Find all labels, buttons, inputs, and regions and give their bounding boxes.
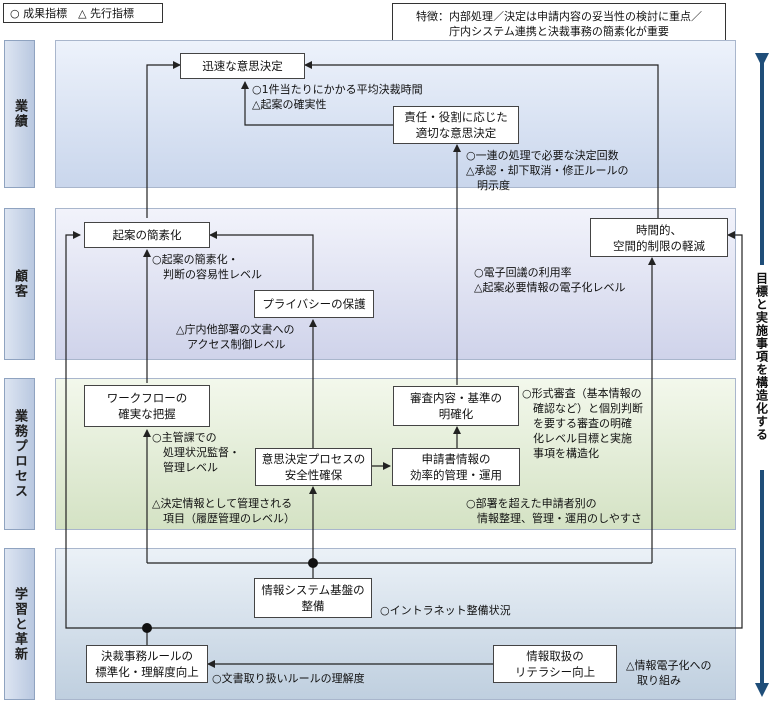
- node-simplify-drafting: 起案の簡素化: [84, 222, 210, 248]
- annotation-average-time: ○1件当たりにかかる平均決裁時間 △起案の確実性: [252, 83, 423, 111]
- annotation-intranet: ○イントラネット整備状況: [380, 604, 511, 617]
- legend: ○ 成果指標 △ 先行指標: [3, 3, 163, 23]
- perspective-business-process: 業務プロセス: [4, 378, 35, 530]
- perspective-learning: 学習と革新: [4, 548, 35, 700]
- node-review-clarify: 審査内容・基準の 明確化: [393, 386, 519, 426]
- feature-box: 特徴：内部処理／決定は申請内容の妥当性の検討に重点／ 庁内システム連携と決裁事務…: [392, 3, 726, 45]
- perspective-customer: 顧客: [4, 208, 35, 360]
- node-privacy: プライバシーの保護: [254, 290, 374, 318]
- node-info-literacy: 情報取扱の リテラシー向上: [493, 645, 617, 683]
- node-rapid-decision: 迅速な意思決定: [180, 53, 305, 79]
- node-decision-rules: 決裁事務ルールの 標準化・理解度向上: [86, 645, 208, 683]
- annotation-rule-understanding: ○文書取り扱いルールの理解度: [212, 672, 365, 685]
- annotation-e-circulation: ○電子回議の利用率 △起案必要情報の電子化レベル: [474, 266, 626, 294]
- node-workflow: ワークフローの 確実な把握: [84, 385, 210, 427]
- node-decision-process: 意思決定プロセスの 安全性確保: [255, 448, 372, 486]
- annotation-supervision: ○主管課での 処理状況監督・ 管理レベル: [152, 431, 240, 474]
- annotation-review-level: ○形式審査（基本情報の 確認など）と個別判断 を要する審査の明確 化レベル目標と…: [522, 387, 643, 460]
- feature-line-2: 庁内システム連携と決裁事務の簡素化が重要: [449, 25, 669, 38]
- node-application-info: 申請書情報の 効率的管理・運用: [392, 448, 520, 486]
- side-label: 目標と実施事項を構造化する: [754, 272, 769, 441]
- feature-line-1: 特徴：内部処理／決定は申請内容の妥当性の検討に重点／: [416, 10, 702, 23]
- node-time-space-limits: 時間的、 空間的制限の軽減: [590, 218, 728, 257]
- annotation-history: △決定情報として管理される 項目（履歴管理のレベル）: [152, 497, 295, 525]
- annotation-access-control: △庁内他部署の文書への アクセス制御レベル: [176, 323, 295, 351]
- annotation-simplify-level: ○起案の簡素化・ 判断の容易性レベル: [152, 253, 262, 281]
- annotation-decision-count: ○一連の処理で必要な決定回数 △承認・却下取消・修正ルールの 明示度: [466, 149, 629, 192]
- node-responsible-decision: 責任・役割に応じた 適切な意思決定: [393, 106, 519, 144]
- annotation-applicant-info: ○部署を超えた申請者別の 情報整理、管理・運用のしやすさ: [466, 497, 642, 525]
- perspective-performance: 業績: [4, 40, 35, 188]
- annotation-digitization: △情報電子化への 取り組み: [626, 659, 712, 687]
- node-info-system: 情報システム基盤の 整備: [254, 578, 372, 618]
